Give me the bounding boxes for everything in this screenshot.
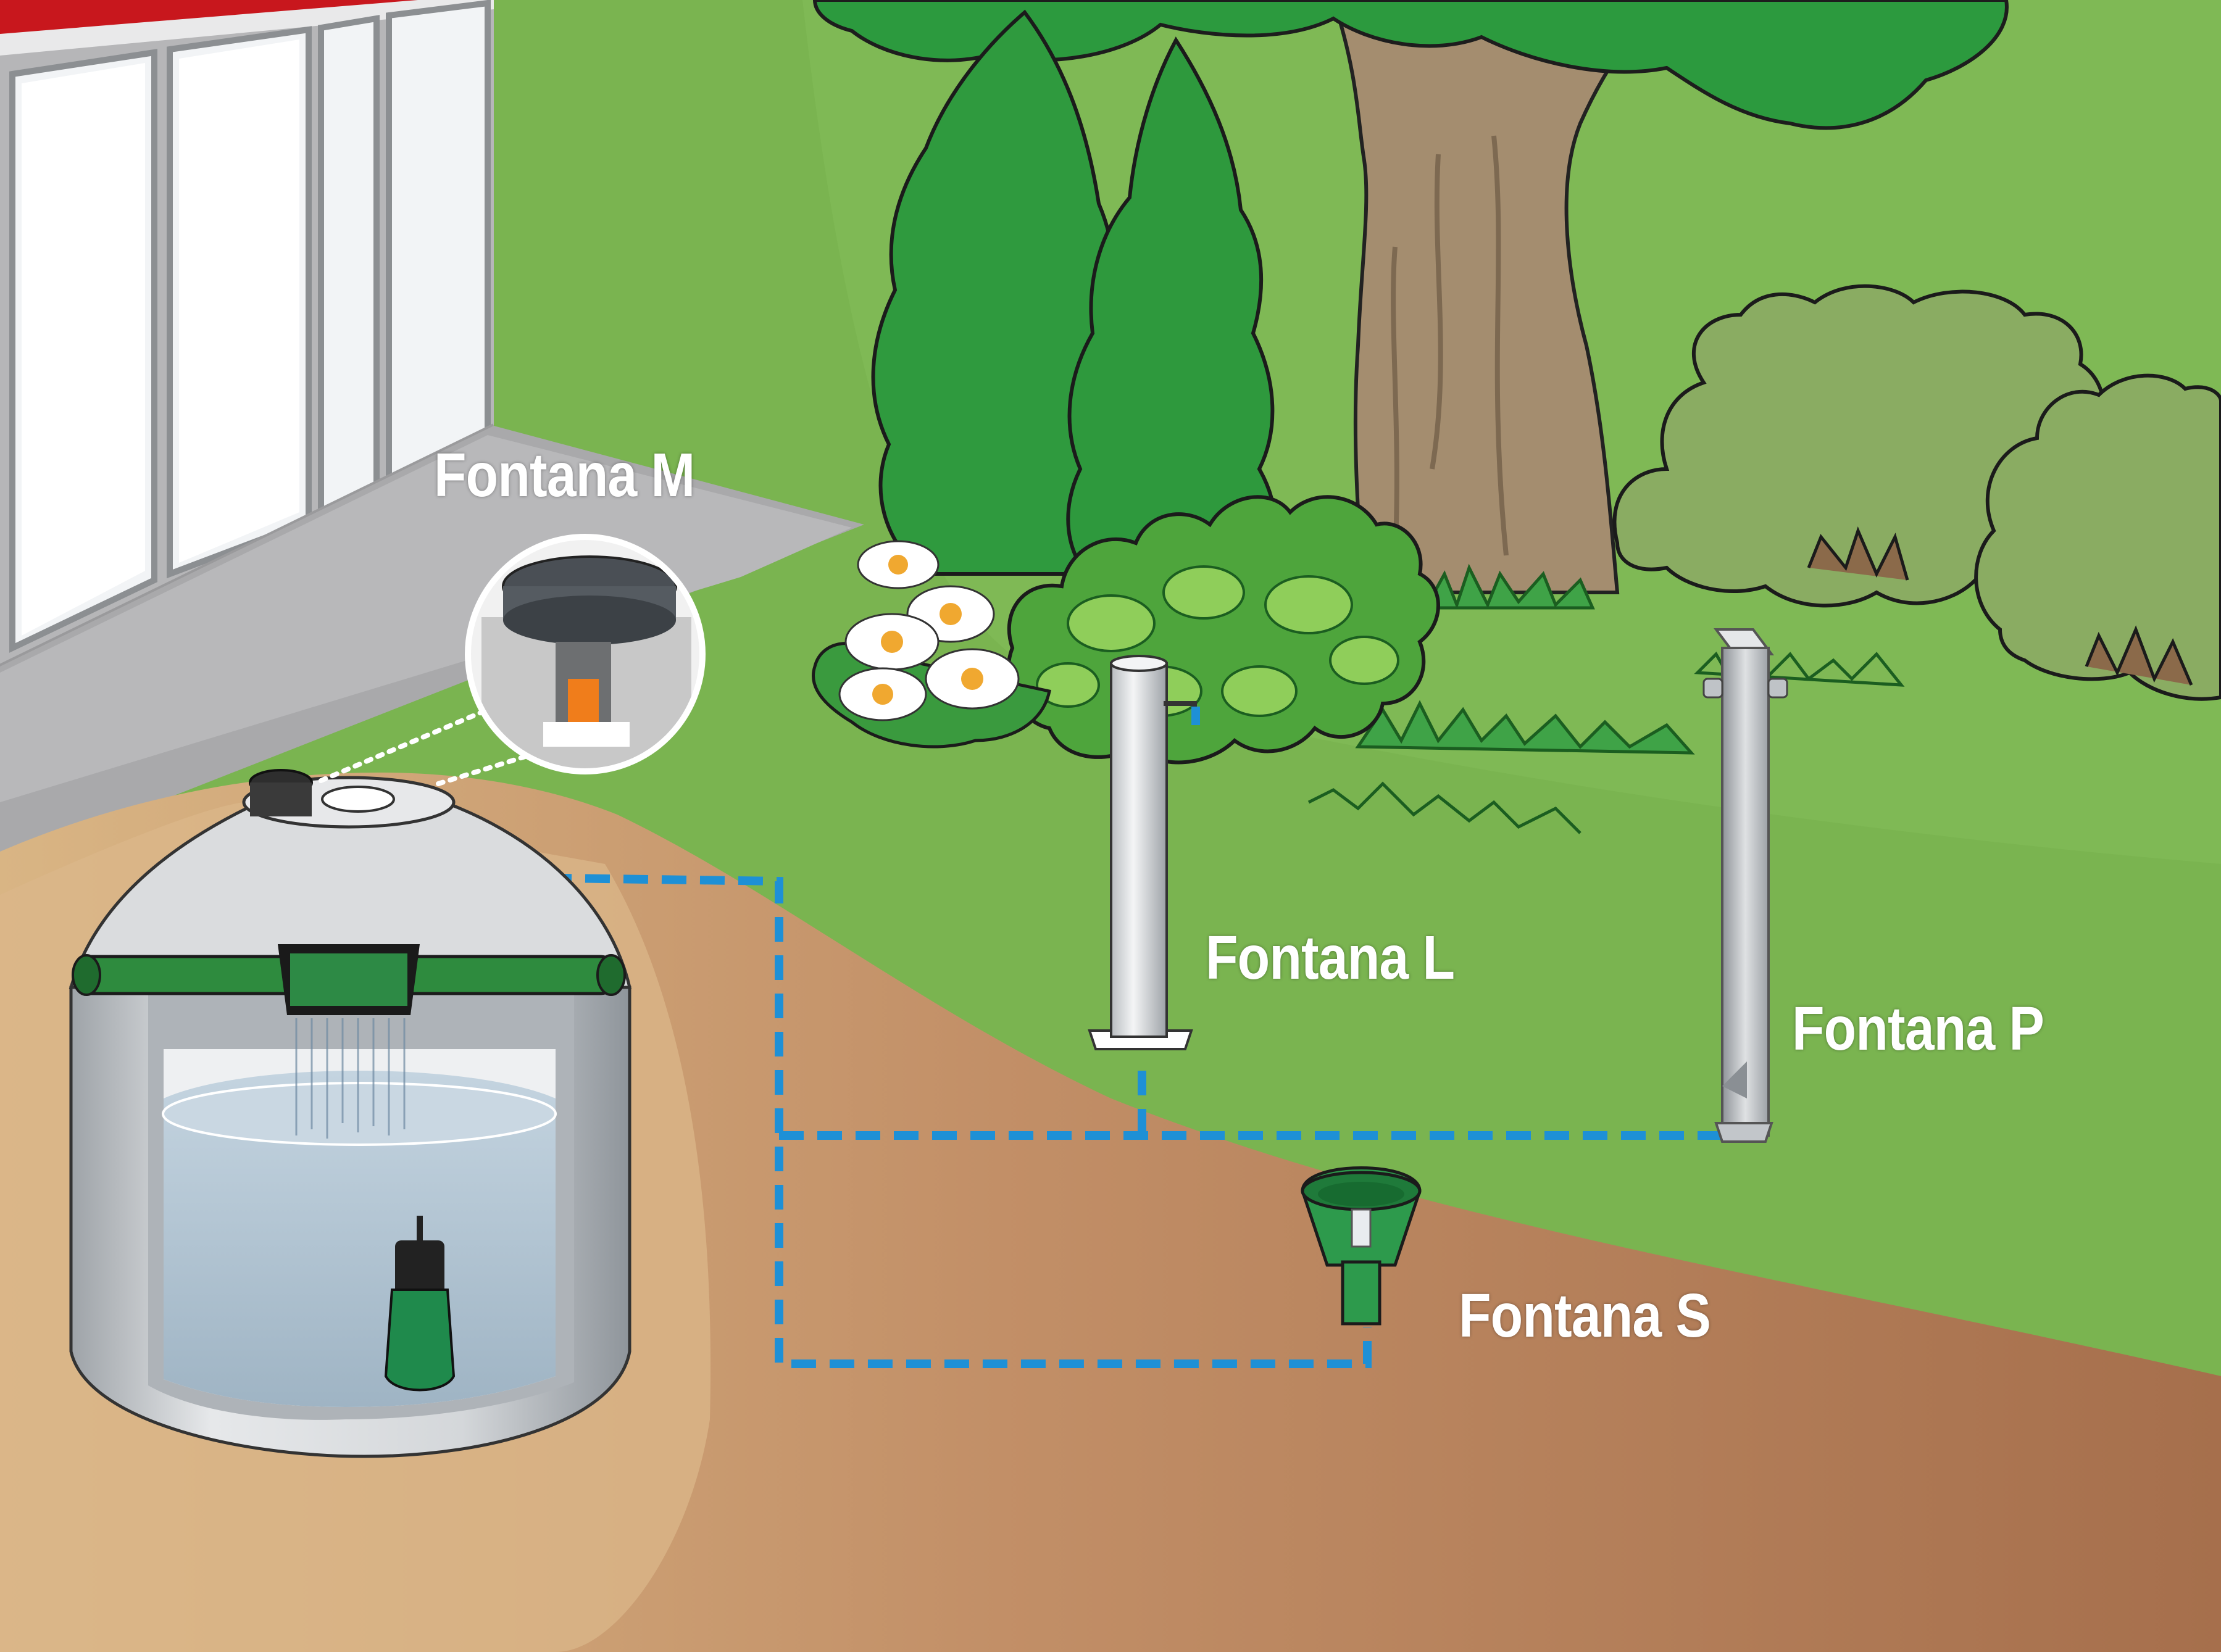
shrub-leaves — [1036, 565, 1399, 717]
tree-canopy — [812, 0, 2009, 130]
fontana-m-label: Fontana M — [434, 441, 695, 510]
rainwater-tank — [69, 769, 632, 1458]
window-1 — [9, 49, 157, 653]
patio-top — [0, 435, 852, 802]
fontana-p-label: Fontana P — [1792, 994, 2044, 1063]
fontana-m-detail-callout — [319, 534, 706, 786]
bush-back — [1612, 284, 2106, 608]
fontana-p-column — [1702, 628, 1788, 1143]
window-2 — [167, 26, 312, 579]
grass-tufts — [1307, 563, 1905, 834]
daisy-flowers — [812, 540, 1051, 749]
fontana-s-label: Fontana S — [1459, 1281, 1711, 1350]
fontana-l-label: Fontana L — [1206, 923, 1455, 992]
bush-front — [1974, 373, 2221, 701]
fontana-l-column — [1088, 655, 1200, 1050]
bush-stems — [1807, 526, 2193, 686]
submersible-pump — [384, 1216, 456, 1392]
fontana-s-valve — [1301, 1166, 1422, 1326]
pipe-to-garden — [431, 872, 1372, 1368]
